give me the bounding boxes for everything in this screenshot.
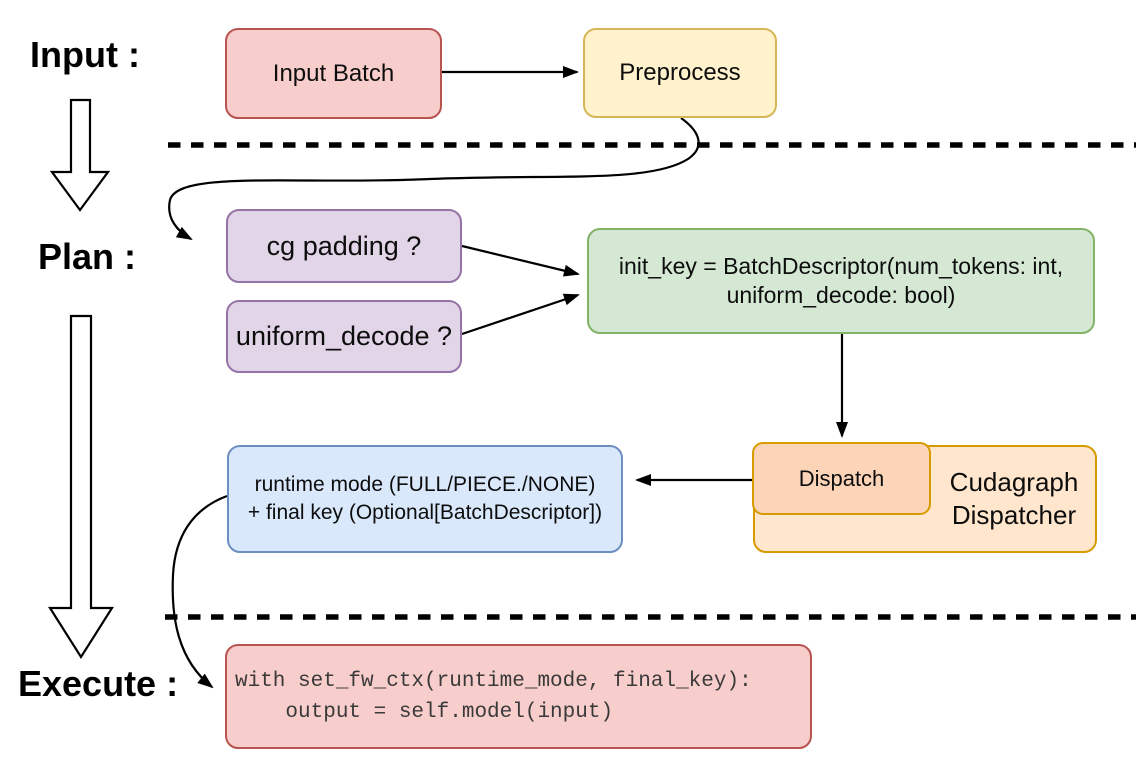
node-uniform-decode: uniform_decode ? <box>226 300 462 373</box>
node-preprocess-label: Preprocess <box>619 59 741 86</box>
node-init-key: init_key = BatchDescriptor(num_tokens: i… <box>587 228 1095 334</box>
section-label-input: Input : <box>30 34 140 75</box>
edge-preprocess-to-cgpadding <box>168 117 700 240</box>
node-input-batch-label: Input Batch <box>272 59 395 87</box>
node-cg-padding-label: cg padding ? <box>266 230 422 261</box>
edge-runtime-to-execute <box>171 494 228 689</box>
cudagraph-label-line2: Dispatcher <box>951 500 1077 530</box>
cudagraph-label-line1: Cudagraph <box>949 467 1079 497</box>
execute-code-line1: with set_fw_ctx(runtime_mode, final_key)… <box>235 669 752 693</box>
edge-cgpadding-to-initkey <box>461 244 580 277</box>
node-init-key-line1: init_key = BatchDescriptor(num_tokens: i… <box>618 253 1064 279</box>
node-init-key-line2: uniform_decode: bool) <box>726 282 956 308</box>
execute-code-line2: output = self.model(input) <box>235 700 614 724</box>
node-preprocess: Preprocess <box>583 28 777 118</box>
node-cg-padding: cg padding ? <box>226 209 462 283</box>
section-label-plan: Plan : <box>38 236 137 277</box>
node-uniform-decode-label: uniform_decode ? <box>235 321 453 351</box>
node-dispatch-label: Dispatch <box>798 465 885 491</box>
node-cudagraph-dispatcher-label: Cudagraph Dispatcher <box>931 445 1097 553</box>
node-dispatch: Dispatch <box>752 442 931 515</box>
node-runtime-line2: + final key (Optional[BatchDescriptor]) <box>247 501 603 524</box>
node-execute-code: with set_fw_ctx(runtime_mode, final_key)… <box>225 644 812 749</box>
down-arrow-icon-input <box>49 98 111 212</box>
down-arrow-icon-plan <box>48 314 114 660</box>
section-label-execute: Execute : <box>18 663 179 704</box>
edge-uniformdecode-to-initkey <box>461 293 580 336</box>
node-runtime-mode-final-key: runtime mode (FULL/PIECE./NONE) + final … <box>227 445 623 553</box>
node-runtime-line1: runtime mode (FULL/PIECE./NONE) <box>254 473 596 496</box>
node-input-batch: Input Batch <box>225 28 442 119</box>
